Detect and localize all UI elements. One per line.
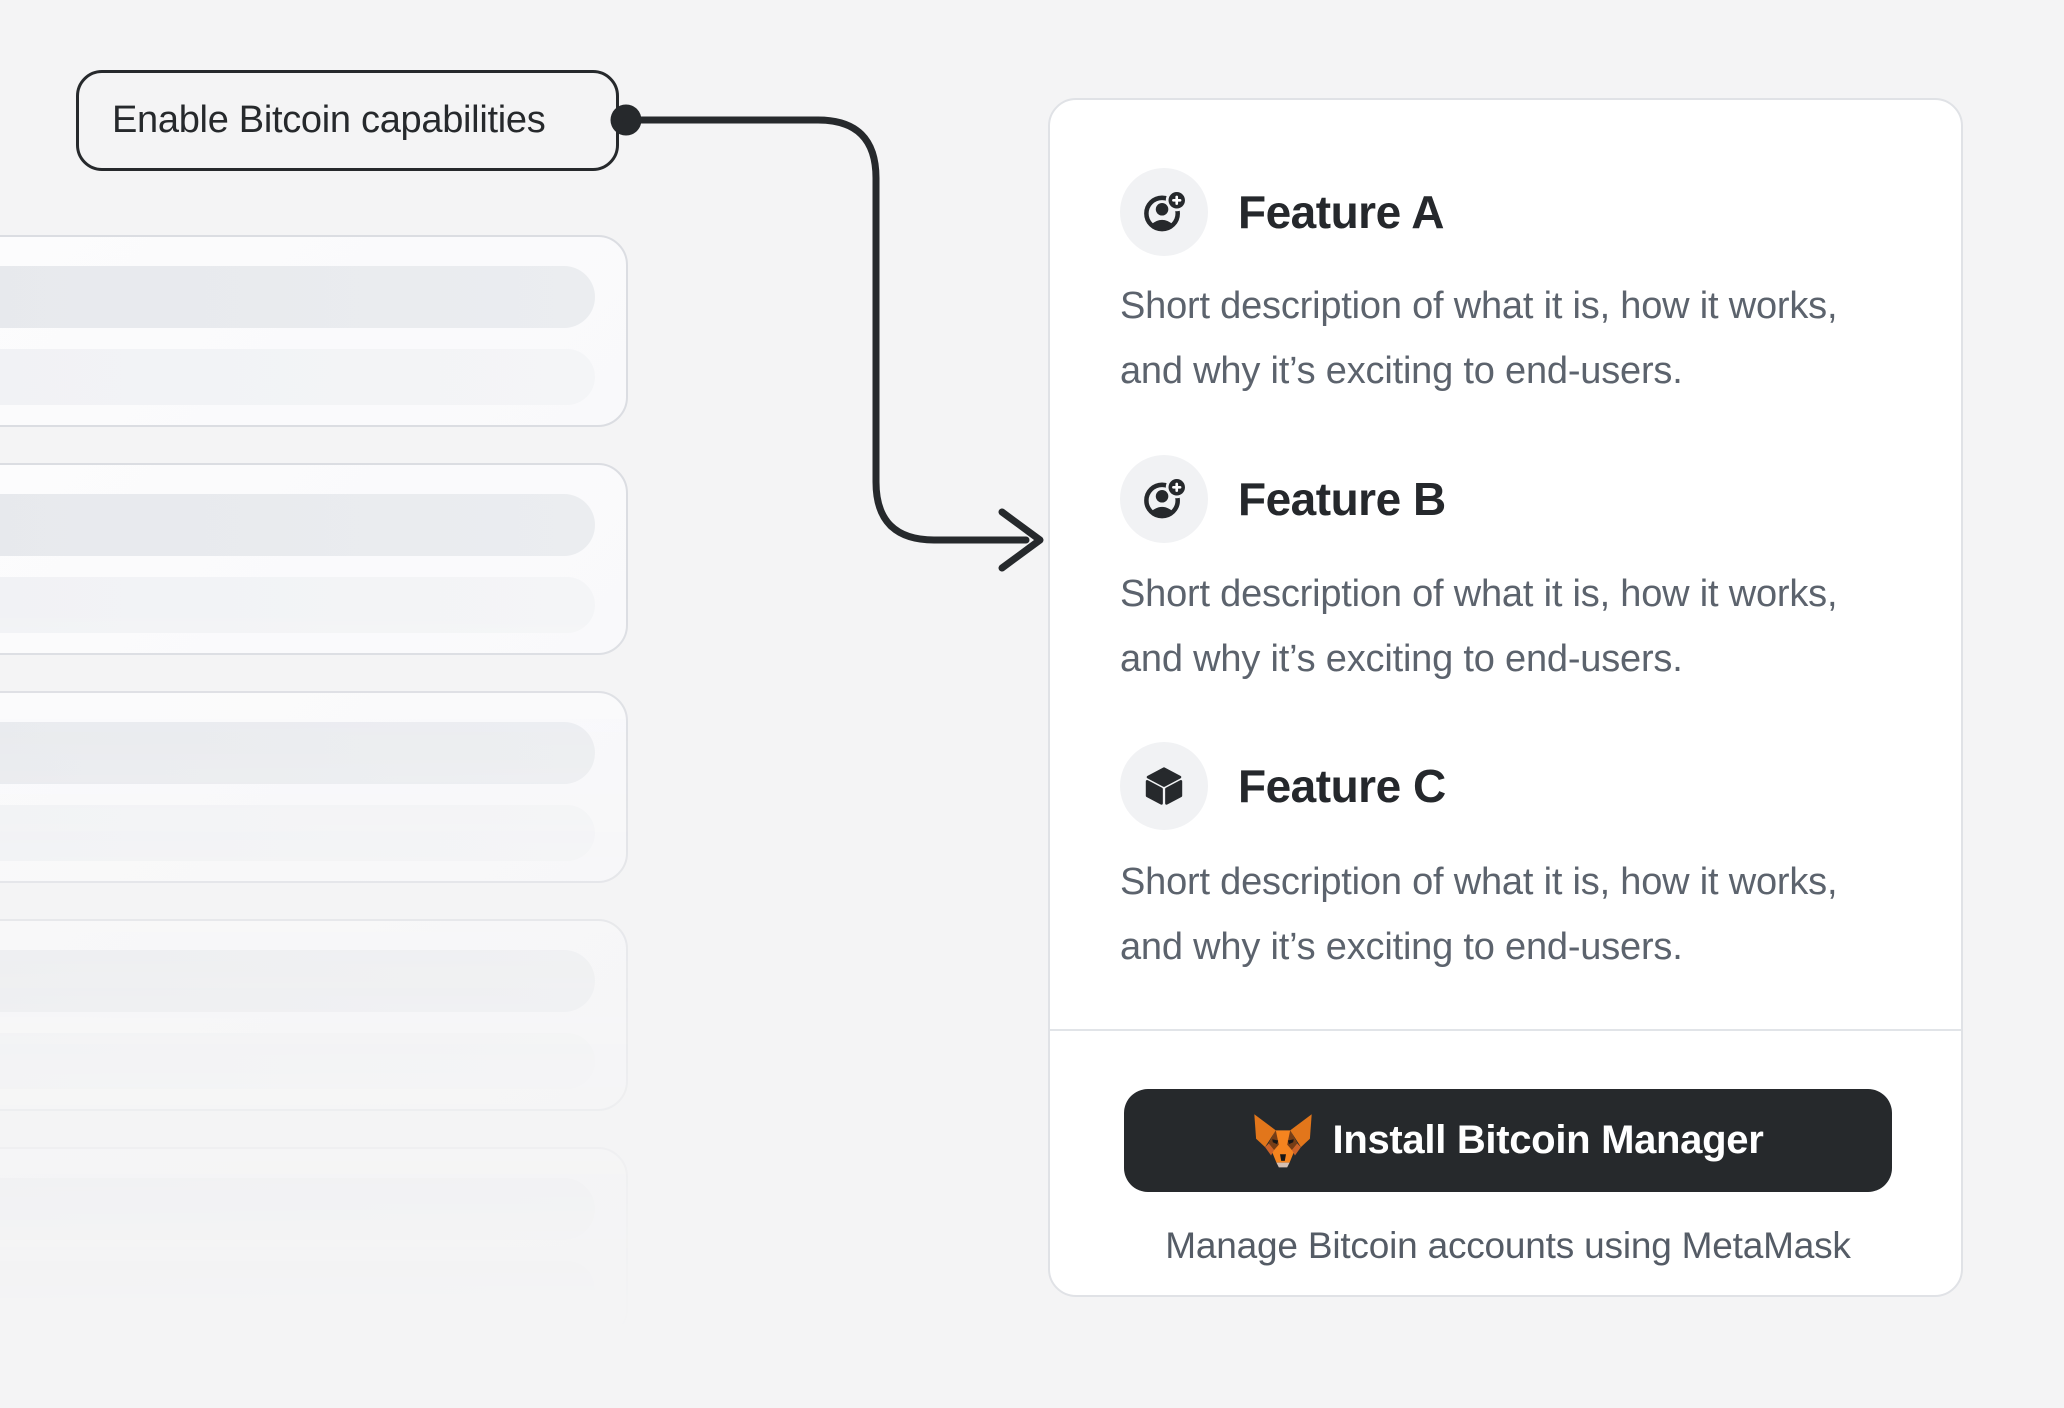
card-footer: Install Bitcoin Manager Manage Bitcoin a…	[1050, 1029, 1961, 1267]
install-caption: Manage Bitcoin accounts using MetaMask	[1165, 1225, 1851, 1266]
skeleton-bar	[0, 805, 595, 861]
skeleton-bar	[0, 349, 595, 405]
feature-description: Short description of what it is, how it …	[1120, 861, 1838, 968]
skeleton-bar	[0, 1033, 595, 1089]
skeleton-bar	[0, 577, 595, 633]
arrowhead-icon	[998, 508, 1044, 572]
skeleton-card	[0, 235, 628, 427]
feature-description: Short description of what it is, how it …	[1120, 573, 1838, 680]
skeleton-bar	[0, 494, 595, 556]
metamask-fox-icon	[1253, 1114, 1312, 1168]
cube-icon	[1120, 742, 1208, 830]
feature-card: Feature A Short description of what it i…	[1048, 98, 1963, 1297]
feature-title: Feature C	[1238, 760, 1446, 812]
user-add-icon	[1120, 455, 1208, 543]
feature-title: Feature A	[1238, 186, 1444, 238]
skeleton-bar	[0, 1261, 595, 1317]
skeleton-card	[0, 463, 628, 655]
skeleton-card	[0, 691, 628, 883]
feature-item-b: Feature B	[1120, 455, 1896, 543]
feature-title: Feature B	[1238, 473, 1446, 525]
skeleton-card-list	[0, 235, 628, 1339]
feature-item-a: Feature A	[1120, 168, 1896, 256]
feature-item-c: Feature C	[1120, 742, 1896, 830]
annotation-label: Enable Bitcoin capabilities	[76, 70, 619, 171]
user-add-icon	[1120, 168, 1208, 256]
skeleton-bar	[0, 266, 595, 328]
feature-description: Short description of what it is, how it …	[1120, 285, 1838, 392]
skeleton-bar	[0, 722, 595, 784]
skeleton-card	[0, 919, 628, 1111]
annotation-label-text: Enable Bitcoin capabilities	[112, 99, 546, 141]
install-button-label: Install Bitcoin Manager	[1332, 1118, 1764, 1162]
skeleton-bar	[0, 950, 595, 1012]
skeleton-bar	[0, 1178, 595, 1240]
install-bitcoin-manager-button[interactable]: Install Bitcoin Manager	[1124, 1089, 1892, 1192]
skeleton-card	[0, 1147, 628, 1339]
